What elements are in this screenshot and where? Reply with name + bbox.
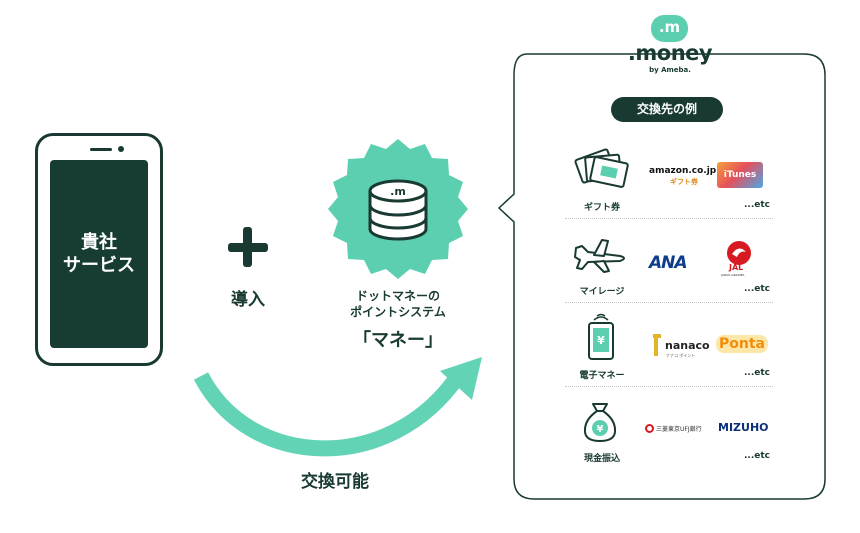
dotmoney-logo-icon: .m xyxy=(651,15,688,42)
nanaco-logo: nanaco xyxy=(665,339,710,352)
phone-screen: 貴社 サービス xyxy=(50,160,148,348)
gift-etc: ...etc xyxy=(744,200,770,210)
svg-text:¥: ¥ xyxy=(597,424,604,435)
itunes-logo: iTunes xyxy=(717,162,763,188)
mileage-etc: ...etc xyxy=(744,284,770,294)
mufg-mark-icon xyxy=(645,424,654,433)
row-divider xyxy=(565,218,773,219)
money-caption-line1: ドットマネーの xyxy=(355,289,440,303)
plus-icon-bar xyxy=(228,243,268,252)
jal-subtext: JAPAN AIRLINES xyxy=(721,273,745,277)
money-caption: ドットマネーの ポイントシステム xyxy=(320,288,476,320)
mufg-logo: 三菱東京UFJ銀行 xyxy=(656,426,702,433)
category-mileage-label: マイレージ xyxy=(579,287,625,297)
exchange-examples-pill: 交換先の例 xyxy=(611,97,723,122)
nanaco-subtext: ナナコ ポイント xyxy=(666,353,696,358)
category-gift-label: ギフト券 xyxy=(583,203,620,213)
ponta-logo: Ponta xyxy=(716,335,768,353)
ana-logo: ANA xyxy=(649,253,688,273)
mizuho-logo: MIZUHO xyxy=(718,421,769,434)
database-icon xyxy=(368,179,428,241)
amazon-giftcard-text: ギフト券 xyxy=(670,178,698,186)
row-divider xyxy=(565,302,773,303)
client-phone: 貴社 サービス xyxy=(35,133,163,366)
phone-speaker xyxy=(90,148,112,151)
exchange-arrowhead xyxy=(440,357,482,400)
money-bag-icon: ¥ xyxy=(583,403,617,443)
emoney-etc: ...etc xyxy=(744,368,770,378)
exchange-arrow xyxy=(193,371,465,457)
exchange-label: 交換可能 xyxy=(301,472,369,492)
nanaco-giraffe-icon xyxy=(653,334,661,356)
gift-card-icon xyxy=(574,148,629,188)
intro-label: 導入 xyxy=(231,290,265,310)
phone-camera xyxy=(118,146,124,152)
money-name: 「マネー」 xyxy=(353,330,443,351)
dotmoney-logo-sub: by Ameba. xyxy=(649,66,691,74)
mobile-yen-icon: ¥ xyxy=(588,313,614,360)
row-divider xyxy=(565,386,773,387)
money-caption-line2: ポイントシステム xyxy=(350,305,446,319)
cash-etc: ...etc xyxy=(744,451,770,461)
airplane-icon xyxy=(574,239,625,273)
dotmoney-logo-text: .money xyxy=(627,41,713,65)
amazon-logo: amazon.co.jp xyxy=(649,166,717,176)
category-cash-label: 現金振込 xyxy=(583,454,620,464)
svg-text:.m: .m xyxy=(390,185,406,198)
jal-crane-icon xyxy=(727,241,751,265)
money-badge: .m xyxy=(328,139,468,279)
svg-text:¥: ¥ xyxy=(597,334,605,347)
jal-logo: JAL xyxy=(729,263,744,272)
client-service-label: 貴社 サービス xyxy=(63,232,135,276)
category-emoney-label: 電子マネー xyxy=(579,371,625,381)
